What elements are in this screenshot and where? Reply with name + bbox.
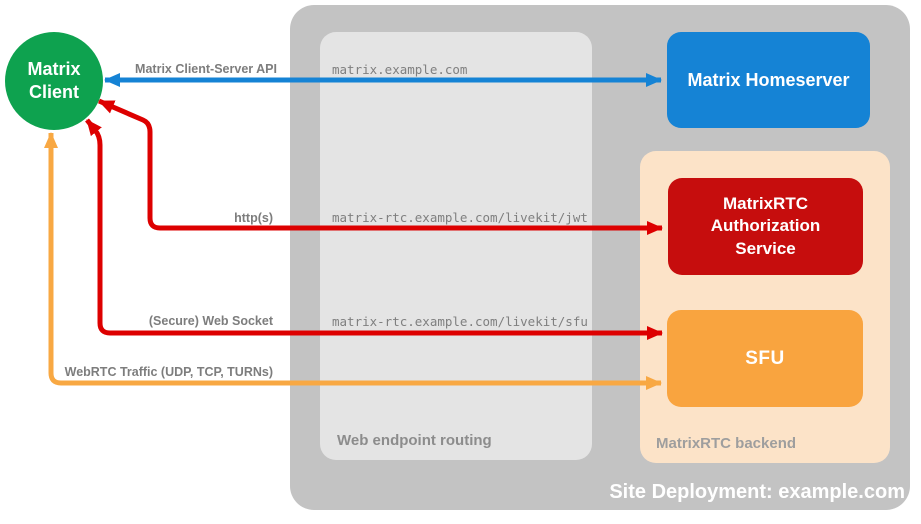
edge-label-websocket: (Secure) Web Socket <box>148 314 273 328</box>
route-livekit-jwt: matrix-rtc.example.com/livekit/jwt <box>332 210 588 225</box>
web-endpoint-routing-container <box>320 32 592 460</box>
web-endpoint-routing-label: Web endpoint routing <box>337 432 492 449</box>
edge-label-https: http(s) <box>234 211 273 225</box>
node-matrixrtc-auth-service: MatrixRTC Authorization Service <box>668 178 863 275</box>
node-matrix-homeserver: Matrix Homeserver <box>667 32 870 128</box>
edge-label-client-server-api: Matrix Client-Server API <box>135 62 277 76</box>
matrix-homeserver-label: Matrix Homeserver <box>687 69 850 90</box>
node-sfu: SFU <box>667 310 863 407</box>
edge-label-webrtc-traffic: WebRTC Traffic (UDP, TCP, TURNs) <box>64 365 273 379</box>
sfu-label: SFU <box>745 347 785 369</box>
site-deployment-label: Site Deployment: example.com <box>609 481 905 503</box>
route-matrix-example-com: matrix.example.com <box>332 62 468 77</box>
matrixrtc-auth-service-label: MatrixRTC Authorization Service <box>710 194 821 258</box>
route-livekit-sfu: matrix-rtc.example.com/livekit/sfu <box>332 314 588 329</box>
node-matrix-client: Matrix Client <box>5 32 103 130</box>
matrix-client-label: Matrix Client <box>27 58 81 102</box>
matrixrtc-backend-label: MatrixRTC backend <box>656 435 797 452</box>
